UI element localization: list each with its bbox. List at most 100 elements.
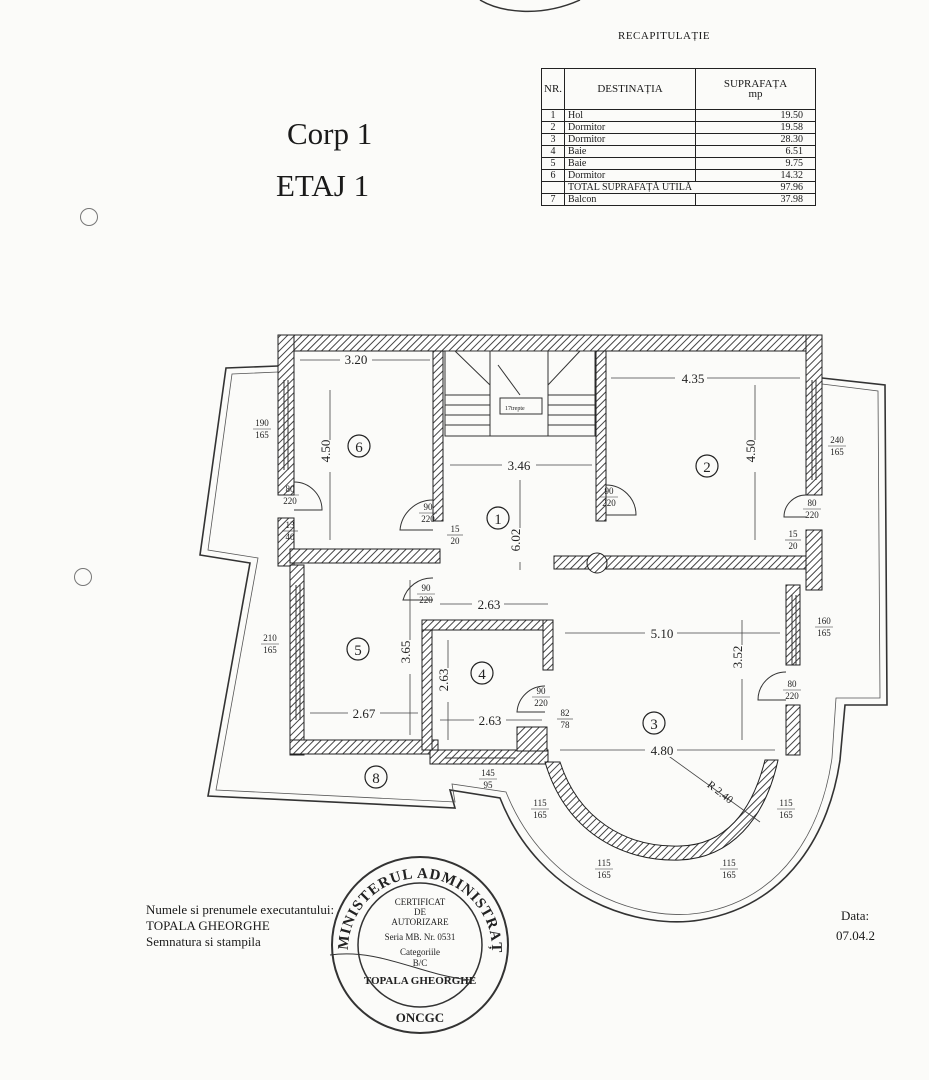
opening-top: 190 — [255, 418, 269, 428]
room-label-6: 6 — [355, 440, 363, 456]
room-label-2: 2 — [703, 460, 711, 476]
opening-bottom: 220 — [419, 595, 433, 605]
opening-top: 15 — [451, 524, 461, 534]
header-unit: mp — [748, 88, 763, 100]
opening-bottom: 220 — [805, 510, 819, 520]
date-value: 07.04.2 — [836, 928, 875, 943]
top-stamp-remnant — [479, 0, 581, 13]
opening-top: 90 — [537, 686, 547, 696]
opening-bottom: 165 — [263, 645, 277, 655]
room-label-8: 8 — [372, 771, 380, 787]
dim-r2-height: 4.50 — [743, 440, 758, 463]
opening-bottom: 95 — [484, 780, 494, 790]
date-block: Data: 07.04.2 — [836, 906, 875, 946]
stamp-inner-7: TOPALA GHEORGHE — [364, 975, 476, 987]
row-dest: Balcon — [564, 193, 697, 206]
dim-r3-width2: 4.80 — [651, 743, 674, 758]
row-nr: 7 — [540, 193, 566, 206]
opening-bottom: 20 — [789, 541, 799, 551]
opening-bottom: 165 — [533, 810, 547, 820]
opening-bottom: 165 — [597, 870, 611, 880]
punch-hole-bottom — [74, 568, 92, 586]
header-suprafata-label: SUPRAFAȚA — [723, 78, 788, 90]
dim-r3-height: 3.52 — [730, 646, 745, 669]
executor-line3: Semnatura si stampila — [146, 934, 261, 949]
opening-bottom: 165 — [817, 628, 831, 638]
opening-top: 13 — [286, 520, 296, 530]
opening-top: 115 — [722, 858, 736, 868]
dim-r4-height: 2.63 — [436, 669, 451, 692]
building-title: Corp 1 — [287, 116, 373, 151]
room-label-3: 3 — [650, 717, 658, 733]
door-swings — [293, 481, 807, 713]
executor-name: TOPALA GHEORGHE — [146, 918, 270, 933]
opening-top: 240 — [830, 435, 844, 445]
opening-top: 80 — [808, 498, 818, 508]
stamp-inner-2: DE — [414, 907, 426, 917]
bay-wall — [544, 759, 779, 861]
opening-bottom: 220 — [785, 691, 799, 701]
opening-bottom: 165 — [830, 447, 844, 457]
opening-bottom: 40 — [286, 532, 296, 542]
opening-bottom: 165 — [255, 430, 269, 440]
dim-hall-lower: 2.63 — [478, 597, 501, 612]
opening-bottom: 20 — [451, 536, 461, 546]
stamp-ring-top: MINISTERUL ADMINISTRAȚIEI PUBLICE — [0, 0, 504, 954]
opening-top: 90 — [605, 486, 615, 496]
room-label-4: 4 — [478, 667, 486, 683]
opening-bottom: 165 — [779, 810, 793, 820]
opening-top: 145 — [481, 768, 495, 778]
header-destinatia: DESTINAȚIA — [564, 68, 697, 110]
room-label-1: 1 — [494, 512, 502, 528]
executor-line1: Numele si prenumele executantului: — [146, 902, 335, 917]
signature — [329, 953, 471, 981]
opening-top: 82 — [561, 708, 570, 718]
stamp-ring-bottom: ONCGC — [396, 1010, 444, 1025]
stair-label: 17trepte — [505, 406, 525, 412]
floor-title: ETAJ 1 — [276, 168, 370, 203]
dim-r2-width: 4.35 — [682, 371, 705, 386]
opening-top: 210 — [263, 633, 277, 643]
opening-top: 115 — [597, 858, 611, 868]
row-nr: 3 — [540, 133, 566, 146]
room-markers — [346, 434, 719, 789]
stamp-inner-4: Seria MB. Nr. 0531 — [385, 932, 456, 942]
stamp-inner-5: Categoriile — [400, 947, 440, 957]
opening-bottom: 220 — [534, 698, 548, 708]
stamp-inner-1: CERTIFICAT — [395, 897, 446, 907]
staircase — [444, 350, 596, 437]
balcony-outline — [199, 365, 888, 923]
opening-top: 80 — [286, 484, 296, 494]
dim-r5-width: 2.67 — [353, 706, 376, 721]
stamp-inner-6: B/C — [413, 958, 428, 968]
opening-top: 115 — [779, 798, 793, 808]
executor-block: Numele si prenumele executantului: TOPAL… — [146, 902, 334, 950]
opening-top: 160 — [817, 616, 831, 626]
punch-hole-top — [80, 208, 98, 226]
dim-r6-width: 3.20 — [345, 352, 368, 367]
opening-top: 90 — [422, 583, 432, 593]
interior-walls — [289, 350, 807, 752]
row-area: 37.98 — [695, 193, 817, 206]
dim-r3-width: 5.10 — [651, 626, 674, 641]
dim-hall-width: 3.46 — [508, 458, 531, 473]
stamp-ring-top-path: MINISTERUL ADMINISTRAȚIEI PUBLICE — [0, 0, 503, 954]
dim-radius: R 2.40 — [705, 779, 736, 807]
recap-title: RECAPITULAȚIE — [618, 30, 711, 42]
